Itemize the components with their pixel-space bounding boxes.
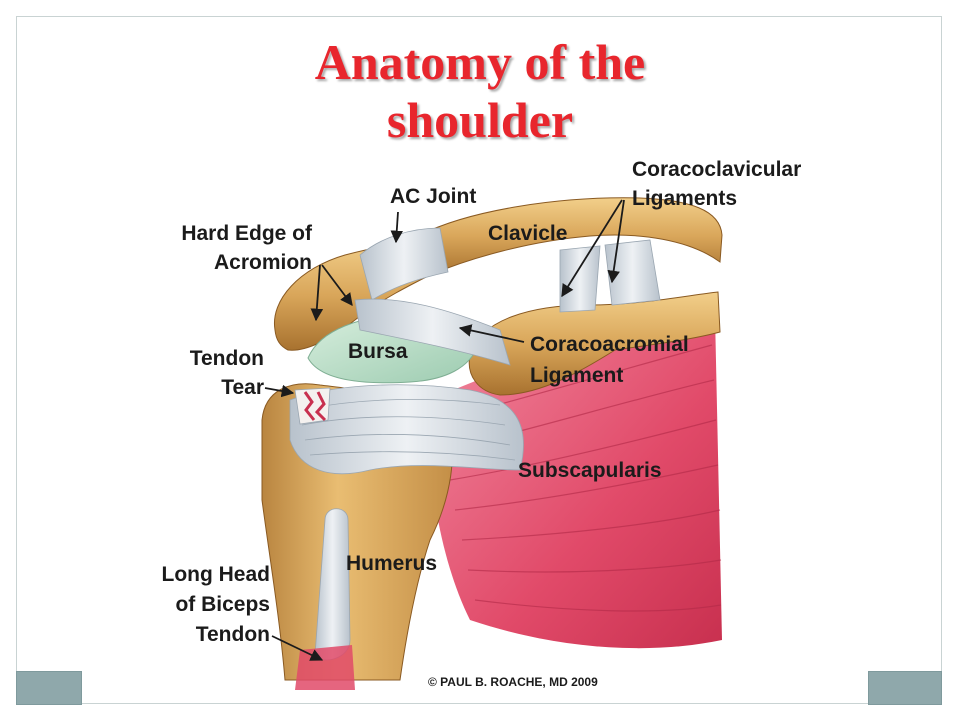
label-biceps-line-3: Tendon [196, 623, 270, 646]
label-ac-joint: AC Joint [390, 185, 476, 208]
arrow-ac-joint [390, 211, 404, 244]
clavicle-bone [419, 197, 723, 276]
tendon-tear [294, 387, 331, 425]
label-subscapularis: Subscapularis [518, 459, 662, 482]
arrow-coracoclavicular-2 [607, 199, 625, 284]
label-biceps-line-1: Long Head [162, 563, 271, 586]
label-tendon-tear-line-2: Tear [221, 376, 264, 399]
label-hard-edge-line-1: Hard Edge of [181, 222, 313, 245]
label-clavicle: Clavicle [488, 222, 567, 245]
arrow-tendon-tear [264, 384, 295, 398]
label-coracoclavicular-line-2: Ligaments [632, 187, 737, 210]
arrow-coracoacromial [458, 324, 525, 343]
label-hard-edge-line-2: Acromion [214, 251, 312, 274]
coracoid-process [468, 291, 721, 396]
label-tendon-tear-line-1: Tendon [190, 347, 264, 370]
arrow-biceps-tendon [271, 635, 324, 661]
label-humerus: Humerus [346, 552, 437, 575]
label-coracoclavicular-line-1: Coracoclavicular [632, 158, 801, 181]
slide-title-line-2: shoulder [386, 92, 574, 148]
annotation-arrows [264, 199, 625, 661]
rotator-cuff-tendons [289, 384, 524, 475]
arrow-hard-edge-1 [310, 264, 324, 322]
label-coracoacromial-line-2: Ligament [530, 364, 623, 387]
label-coracoacromial-line-1: Coracoacromial [530, 333, 689, 356]
copyright-credit: © PAUL B. ROACHE, MD 2009 [428, 675, 598, 689]
arrow-coracoclavicular-1 [561, 199, 623, 298]
ac-joint-ligament [359, 227, 449, 301]
corner-accent-right [868, 671, 942, 705]
corner-accent-left [16, 671, 82, 705]
slide-title-line-1: Anatomy of the [314, 34, 646, 90]
coracoacromial-ligament [354, 298, 511, 366]
label-biceps-line-2: of Biceps [175, 593, 270, 616]
label-bursa: Bursa [348, 340, 408, 363]
arrow-hard-edge-2 [321, 264, 353, 307]
